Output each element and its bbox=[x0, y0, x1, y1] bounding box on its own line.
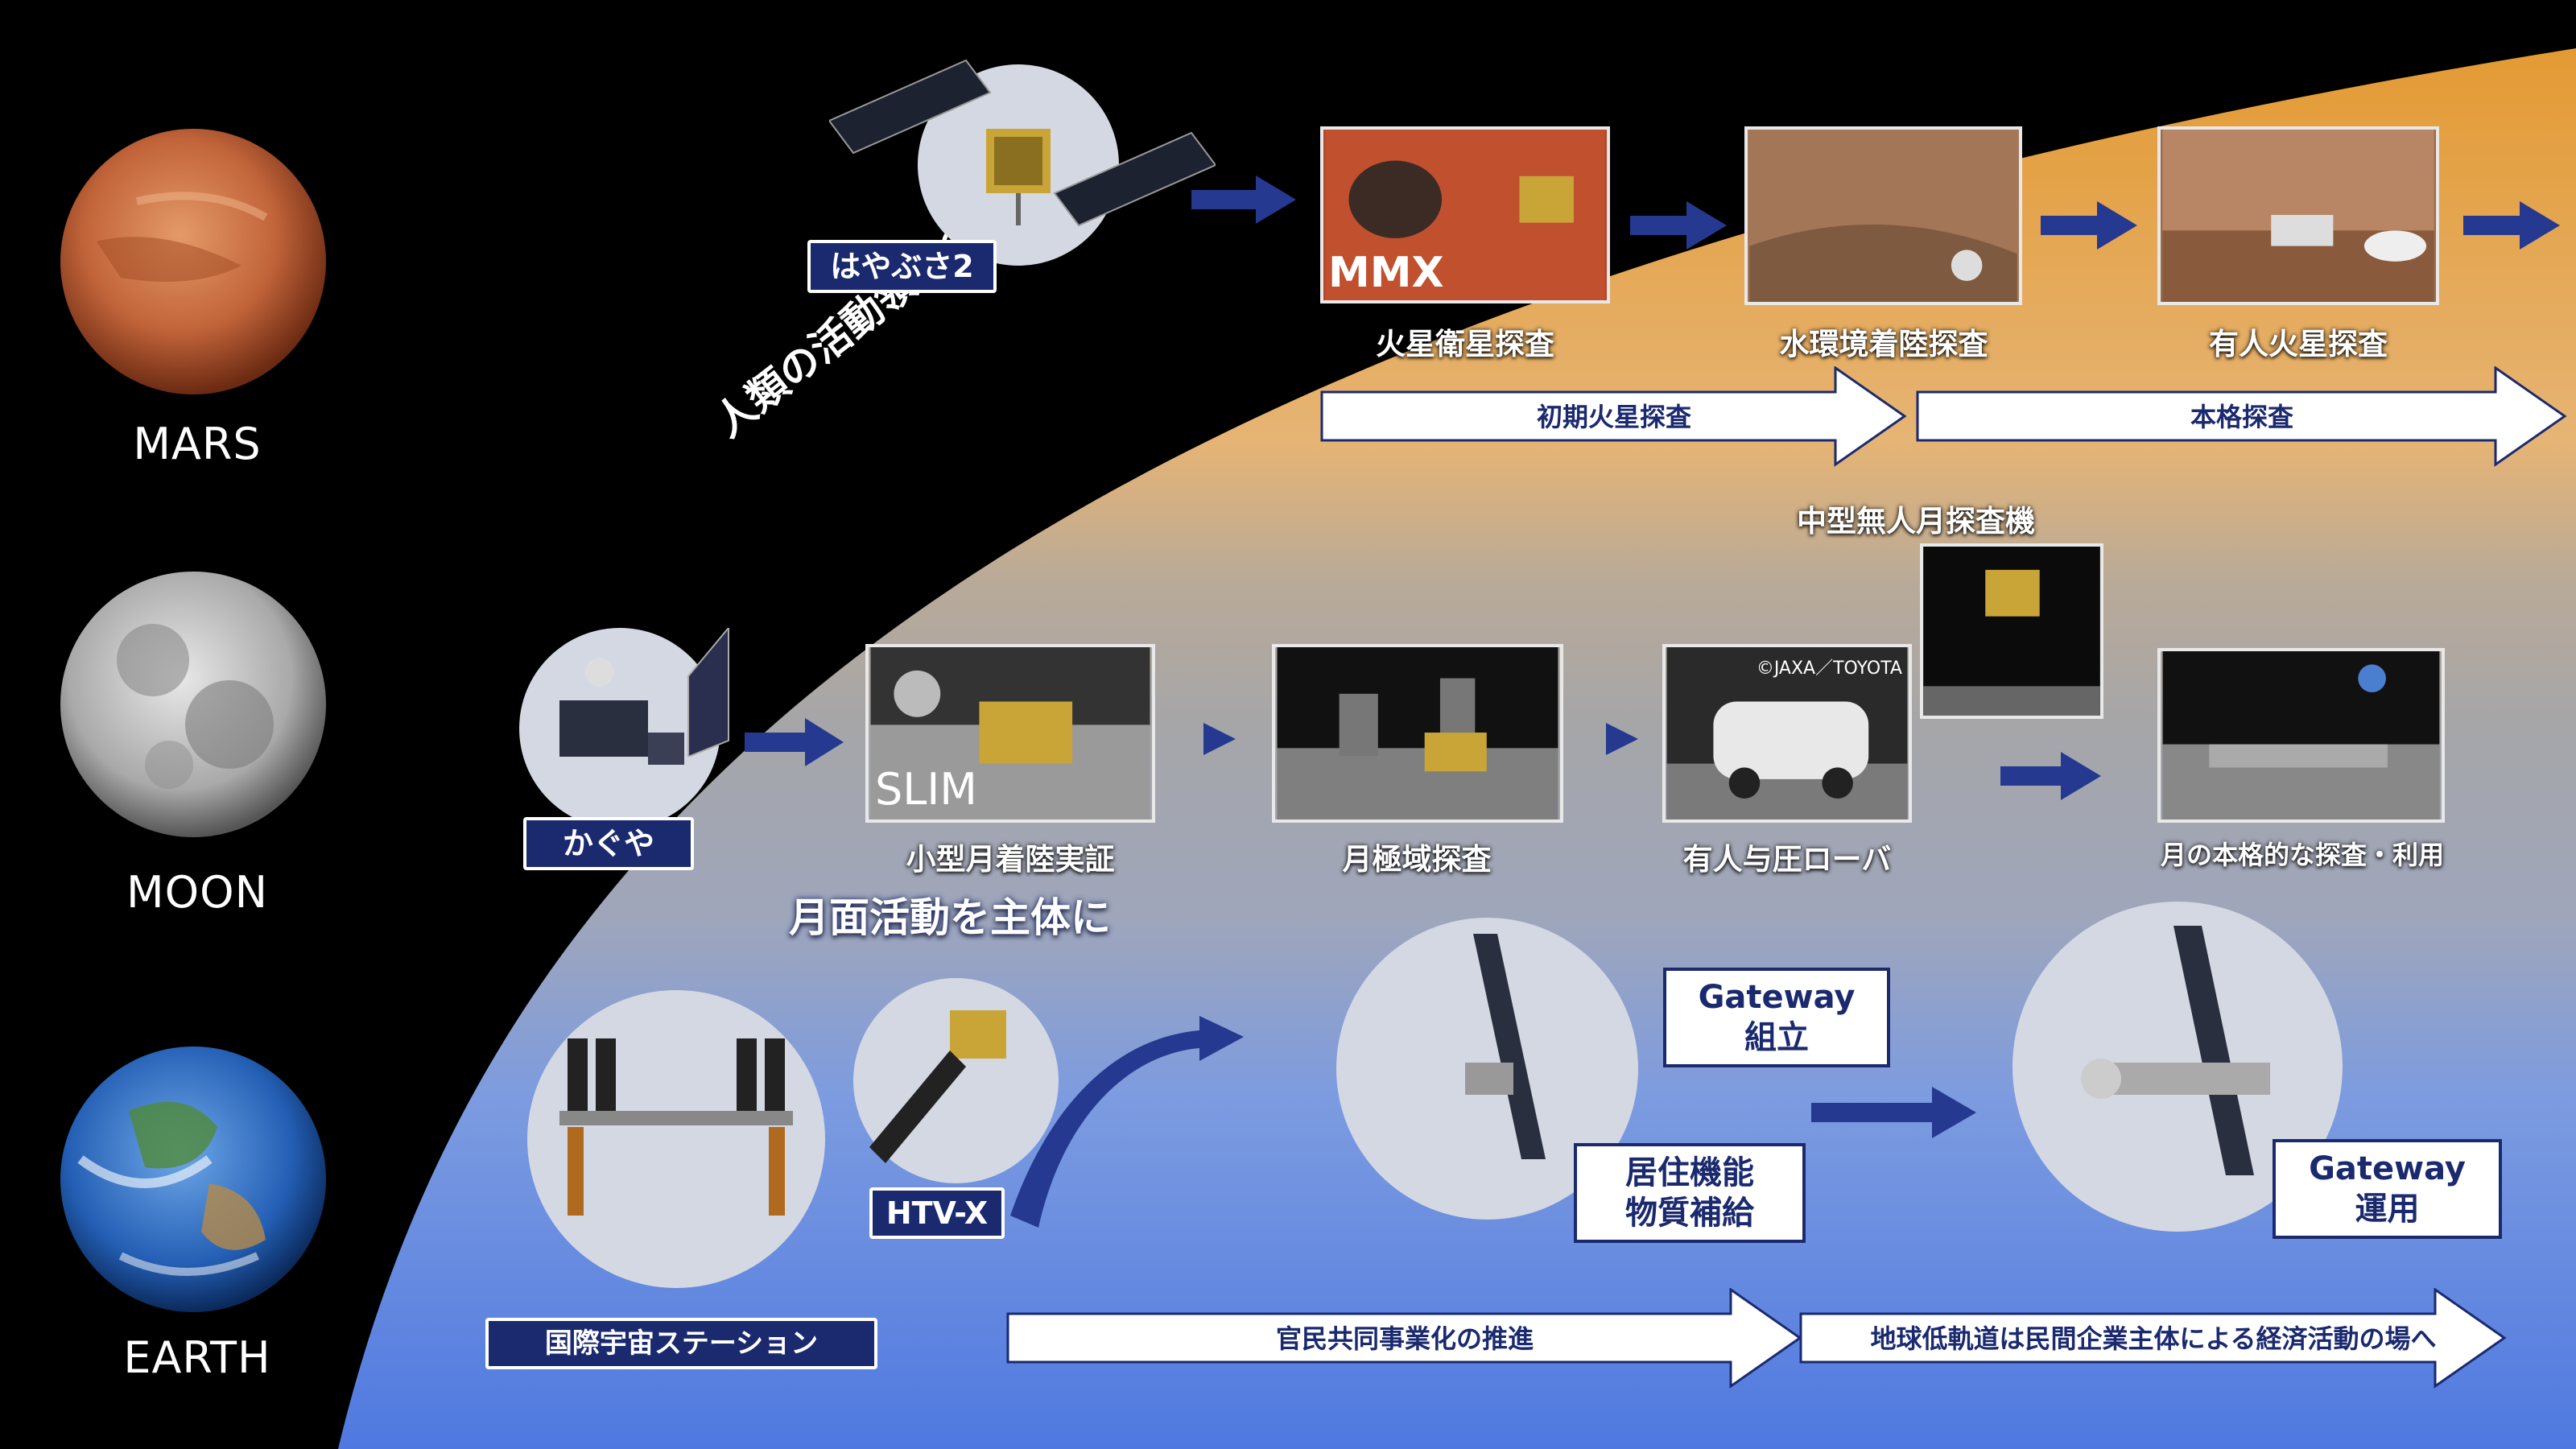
habitation-line2: 物質補給 bbox=[1625, 1195, 1754, 1232]
space-station-icon bbox=[559, 1038, 793, 1216]
gateway-build-note: Gateway 組立 bbox=[1663, 968, 1890, 1067]
cargo-ship-icon bbox=[869, 1010, 1006, 1163]
moon-caption-3: 有人与圧ローバ bbox=[1682, 842, 1892, 877]
slim-photo: SLIM bbox=[865, 644, 1155, 823]
water-landing-photo bbox=[1744, 126, 2022, 305]
htvx-image bbox=[853, 978, 1059, 1183]
earth-label: EARTH bbox=[123, 1332, 271, 1383]
satellite-icon bbox=[559, 658, 684, 765]
moon-label: MOON bbox=[126, 867, 268, 918]
gateway-build-line1: Gateway bbox=[1698, 979, 1856, 1016]
phase-arrow-initial: 初期火星探査 bbox=[1320, 366, 1908, 467]
iss-image bbox=[527, 990, 825, 1288]
gateway-build-line2: 組立 bbox=[1744, 1019, 1809, 1056]
lunar-base-photo bbox=[2157, 648, 2445, 823]
solar-panels-icon bbox=[829, 59, 1216, 227]
mid-lander-photo bbox=[1920, 543, 2103, 719]
mars-caption-2: 水環境着陸探査 bbox=[1779, 327, 1988, 361]
copyright-text: ©JAXA／TOYOTA bbox=[1756, 658, 1902, 679]
mmx-photo: MMX bbox=[1320, 126, 1610, 303]
mars-caption-3: 有人火星探査 bbox=[2209, 327, 2388, 361]
mid-lander-caption: 中型無人月探査機 bbox=[1797, 504, 2035, 539]
moon-headline: 月面活動を主体に bbox=[789, 894, 1111, 941]
moon-caption-4: 月の本格的な探査・利用 bbox=[2160, 840, 2444, 870]
habitation-line1: 居住機能 bbox=[1625, 1154, 1754, 1191]
lunar-polar-photo bbox=[1272, 644, 1563, 823]
htvx-tag: HTV-X bbox=[869, 1187, 1005, 1239]
iss-tag: 国際宇宙ステーション bbox=[485, 1318, 877, 1369]
bottom-arrow-public-private: 官民共同事業化の推進 bbox=[1006, 1288, 1803, 1389]
crewed-mars-photo bbox=[2157, 126, 2439, 305]
gateway-ops-line1: Gateway bbox=[2309, 1150, 2466, 1187]
slim-overlay: SLIM bbox=[875, 764, 977, 815]
moon-caption-2: 月極域探査 bbox=[1342, 842, 1492, 877]
hayabusa2-tag: はやぶさ2 bbox=[807, 240, 997, 293]
mars-caption-1: 火星衛星探査 bbox=[1376, 327, 1554, 361]
mars-label: MARS bbox=[133, 419, 262, 469]
gateway-ops-note: Gateway 運用 bbox=[2273, 1139, 2502, 1239]
gateway-icon bbox=[1465, 934, 1546, 1159]
pressurized-rover-photo: ©JAXA／TOYOTA bbox=[1662, 644, 1912, 823]
kaguya-panel-icon bbox=[687, 628, 729, 757]
habitation-note: 居住機能 物質補給 bbox=[1574, 1143, 1806, 1243]
spacecraft-icon bbox=[986, 129, 1051, 225]
kaguya-tag: かぐや bbox=[523, 817, 694, 870]
bottom-arrow-leo-commercial: 地球低軌道は民間企業主体による経済活動の場へ bbox=[1799, 1288, 2508, 1389]
earth-globe bbox=[60, 1046, 326, 1312]
kaguya-image bbox=[519, 628, 720, 829]
mmx-overlay: MMX bbox=[1328, 249, 1444, 297]
mars-globe bbox=[60, 129, 326, 394]
gateway-build-image bbox=[1336, 918, 1638, 1220]
phase-arrow-full: 本格探査 bbox=[1916, 366, 2568, 467]
flow-arrows bbox=[745, 175, 2560, 1228]
gateway-station-icon bbox=[2081, 926, 2270, 1175]
moon-globe bbox=[60, 572, 326, 837]
gateway-ops-line2: 運用 bbox=[2355, 1191, 2420, 1228]
moon-caption-1: 小型月着陸実証 bbox=[906, 842, 1115, 877]
